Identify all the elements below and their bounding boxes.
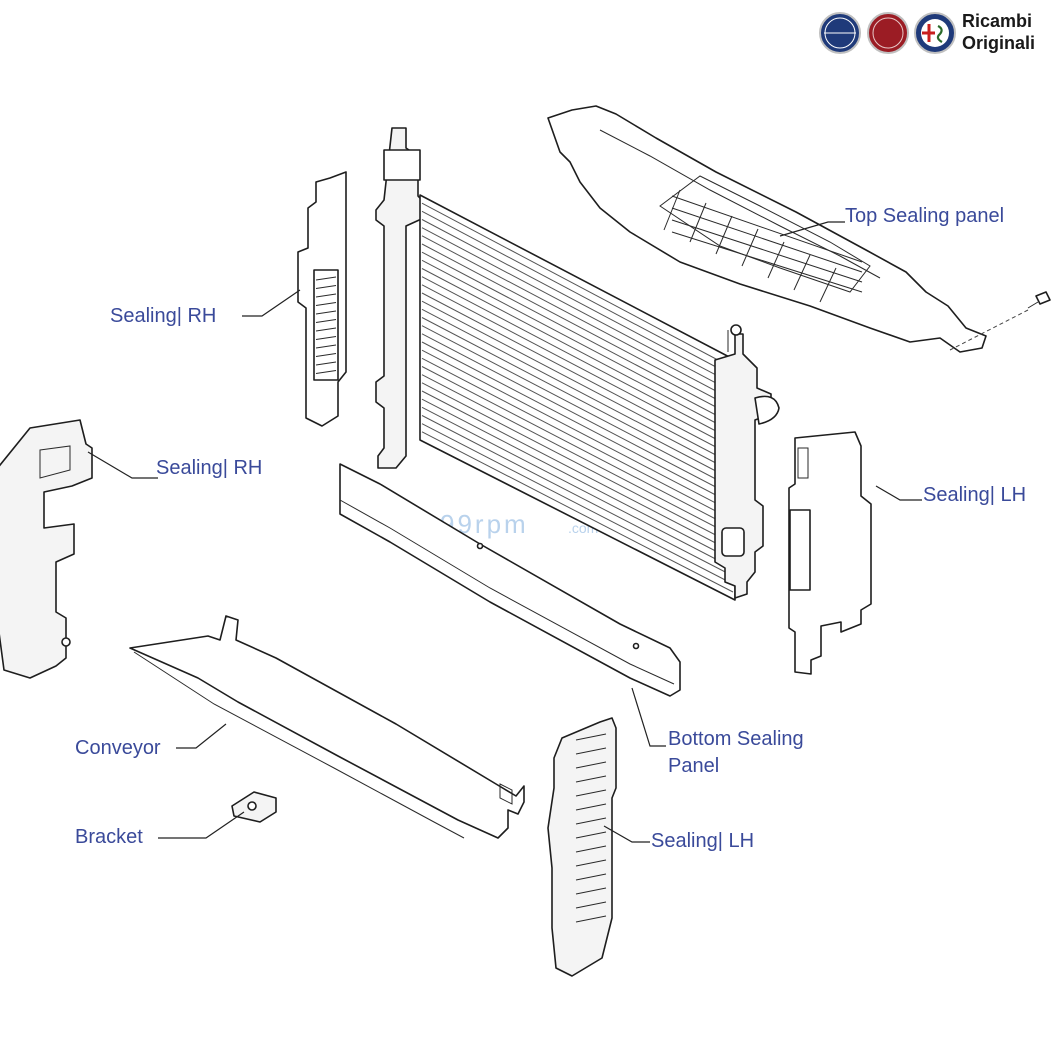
label-bottom-sealing-panel-line2: Panel [668,755,719,777]
label-sealing-rh-lower: Sealing| RH [156,457,262,479]
callout-bottom-sealing-panel: Bottom Sealing Panel [631,687,804,777]
callout-conveyor: Conveyor [75,723,227,759]
label-top-sealing-panel: Top Sealing panel [845,205,1004,227]
bottom-sealing-panel [339,463,681,697]
rh-upper-ribs [315,276,337,374]
label-sealing-lh-upper: Sealing| LH [923,484,1026,506]
conveyor [129,615,525,839]
fiat-emblem [867,12,909,54]
brand-text-line1: Ricambi [962,11,1032,31]
callout-sealing-rh-upper: Sealing| RH [110,289,301,327]
alfa-romeo-emblem [914,12,956,54]
callout-top-sealing-panel: Top Sealing panel [779,205,1004,237]
lh-lower-ribs [575,733,607,923]
label-sealing-rh-upper: Sealing| RH [110,305,216,327]
callout-bracket: Bracket [75,811,245,848]
fastener-screw [949,291,1051,351]
lancia-emblem [819,12,861,54]
bracket [231,791,277,823]
watermark: 99rpm .com [440,509,598,539]
callout-sealing-lh-upper: Sealing| LH [875,484,1026,506]
top-sealing-panel [547,105,987,353]
label-sealing-lh-lower: Sealing| LH [651,830,754,852]
callout-sealing-lh-lower: Sealing| LH [603,825,754,852]
radiator-fins [421,202,734,593]
radiator [375,127,780,601]
sealing-lh-lower [547,717,617,977]
top-panel-grid [663,189,863,303]
label-bracket: Bracket [75,826,143,848]
label-bottom-sealing-panel-line1: Bottom Sealing [668,728,804,750]
sealing-rh-upper [297,171,347,427]
callout-sealing-rh-lower: Sealing| RH [87,451,262,479]
label-conveyor: Conveyor [75,737,161,759]
sealing-rh-lower [0,419,93,679]
brand-text-line2: Originali [962,33,1035,53]
sealing-lh-upper [788,431,872,675]
brand-header: Ricambi Originali [819,11,1035,54]
